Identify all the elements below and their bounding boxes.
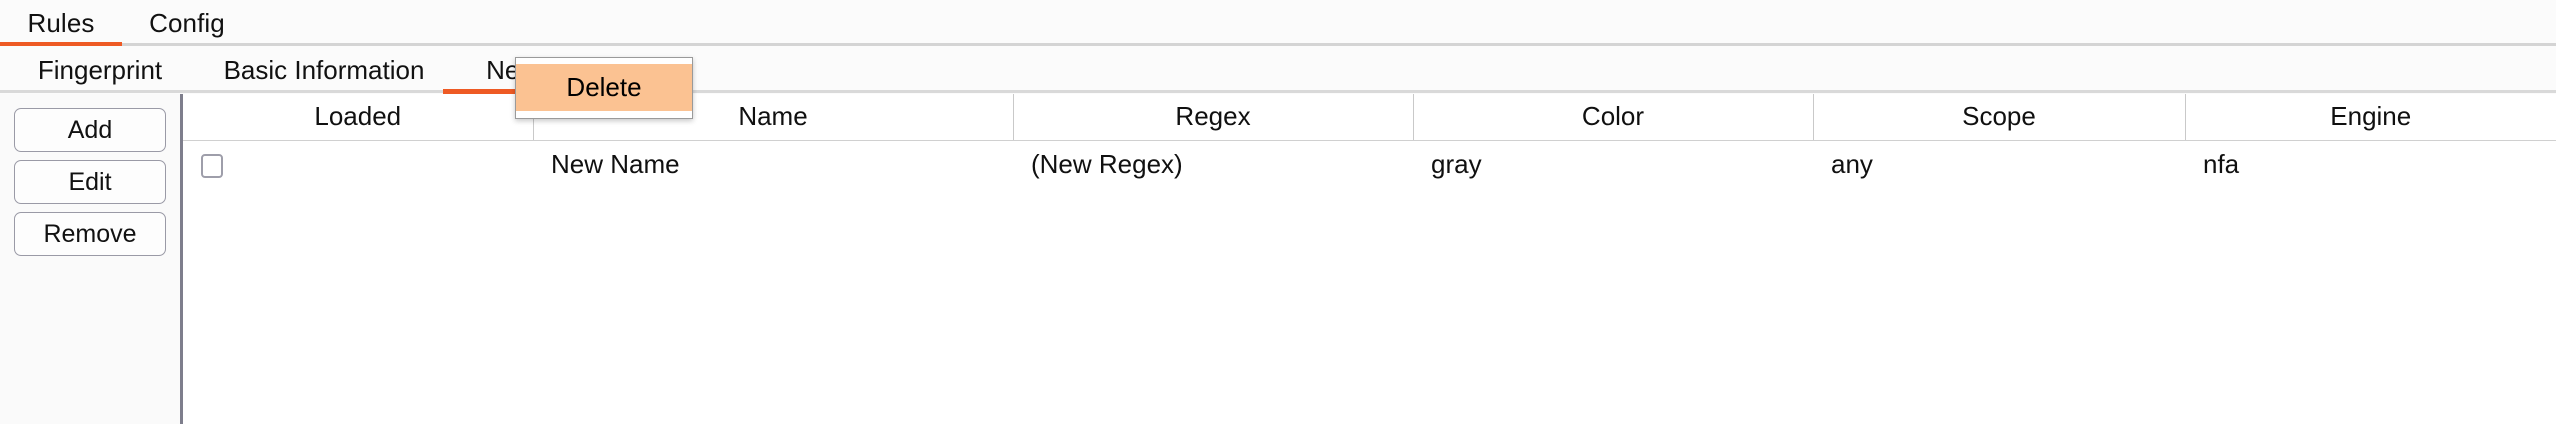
tab-config[interactable]: Config [122, 0, 252, 46]
panel-divider [180, 94, 183, 424]
secondary-tab-list: Fingerprint Basic Information New 0 [0, 46, 2556, 94]
rules-table-container: Loaded Name Regex Color Scope Engine New… [183, 94, 2556, 424]
content-area: Add Edit Remove Loaded Na [0, 94, 2556, 424]
tab-fingerprint-label: Fingerprint [37, 54, 163, 85]
cell-engine[interactable]: nfa [2185, 140, 2556, 188]
column-header-loaded[interactable]: Loaded [183, 94, 534, 141]
tab-basic-information[interactable]: Basic Information [200, 46, 448, 94]
side-action-button-group: Add Edit Remove [0, 94, 180, 256]
column-header-color[interactable]: Color [1413, 94, 1814, 141]
secondary-tab-bar: Fingerprint Basic Information New 0 [0, 46, 2556, 94]
table-row[interactable]: New Name (New Regex) gray any nfa [183, 140, 2556, 188]
secondary-active-tab-indicator [443, 89, 561, 94]
cell-scope[interactable]: any [1813, 140, 2185, 188]
tab-context-menu: Delete [515, 57, 693, 119]
rules-table-head: Loaded Name Regex Color Scope Engine [183, 94, 2556, 141]
side-action-panel: Add Edit Remove [0, 94, 180, 424]
tab-rules-label: Rules [27, 7, 95, 38]
rules-table-header-row: Loaded Name Regex Color Scope Engine [183, 94, 2556, 141]
remove-button[interactable]: Remove [14, 212, 166, 256]
cell-loaded[interactable] [183, 140, 533, 188]
cell-color[interactable]: gray [1413, 140, 1813, 188]
column-header-regex[interactable]: Regex [1013, 94, 1414, 141]
edit-button[interactable]: Edit [14, 160, 166, 204]
tab-fingerprint[interactable]: Fingerprint [0, 46, 200, 94]
loaded-checkbox[interactable] [201, 153, 223, 178]
primary-tab-bar: Rules Config [0, 0, 2556, 47]
cell-name[interactable]: New Name [533, 140, 1013, 188]
tab-config-label: Config [149, 7, 225, 38]
context-menu-item-delete-label: Delete [566, 72, 642, 102]
rules-table-body: New Name (New Regex) gray any nfa [183, 140, 2556, 188]
rules-table: Loaded Name Regex Color Scope Engine New… [183, 94, 2556, 188]
primary-tab-bar-rule [0, 43, 2556, 46]
column-header-engine[interactable]: Engine [2185, 94, 2556, 141]
tab-basic-information-label: Basic Information [223, 54, 425, 85]
add-button[interactable]: Add [14, 108, 166, 152]
cell-regex[interactable]: (New Regex) [1013, 140, 1413, 188]
context-menu-item-delete[interactable]: Delete [516, 64, 692, 111]
primary-active-tab-indicator [0, 42, 122, 47]
column-header-scope[interactable]: Scope [1813, 94, 2186, 141]
tab-rules[interactable]: Rules [0, 0, 122, 46]
primary-tab-list: Rules Config [0, 0, 2556, 46]
secondary-tab-bar-rule [0, 90, 2556, 93]
